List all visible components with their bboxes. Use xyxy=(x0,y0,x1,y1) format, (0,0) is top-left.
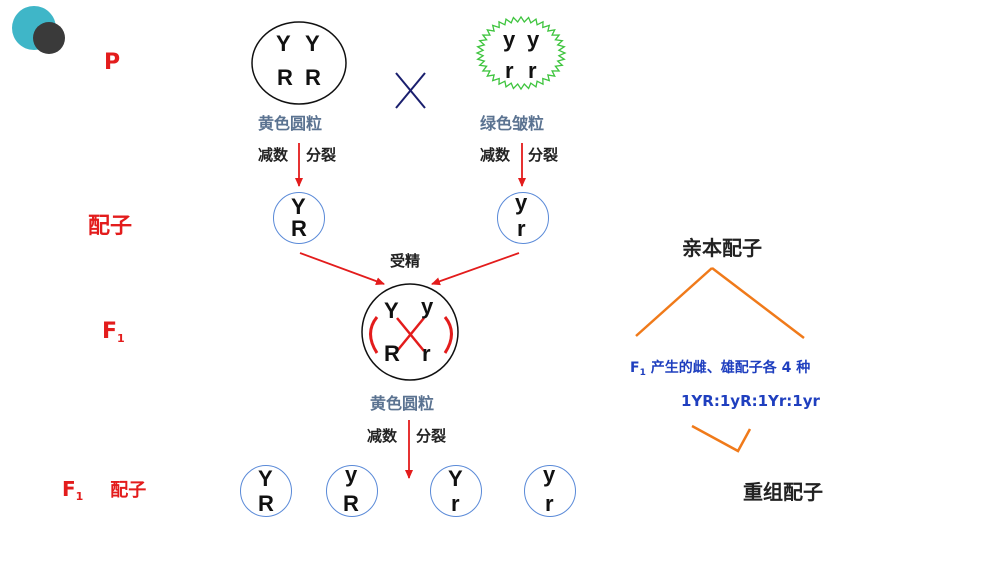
row-label-p: P xyxy=(104,50,121,75)
parent-left-allele-1: Y xyxy=(276,31,291,56)
f1-allele-3: R xyxy=(384,341,400,366)
f1-allele-2: y xyxy=(421,294,434,319)
row-label-f1-main: F xyxy=(102,319,118,344)
parent-right-label: 绿色皱粒 xyxy=(480,114,545,133)
orange-line-right xyxy=(711,267,805,339)
gamete-left-circle xyxy=(273,192,325,244)
cross-line-2 xyxy=(395,72,426,109)
f1-gamete-4-top: y xyxy=(543,462,556,487)
arrow-fert-left xyxy=(299,252,385,285)
row-label-f1-gamete: F1 配子 xyxy=(62,476,146,503)
f1-label: 黄色圆粒 xyxy=(370,394,435,413)
parent-left-meiosis-2: 分裂 xyxy=(306,146,337,164)
gamete-left-top: Y xyxy=(291,194,306,219)
row-label-f1-gamete-sub: 1 xyxy=(75,490,84,503)
parent-left-meiosis-1: 减数 xyxy=(258,146,289,164)
f1-gamete-3-circle xyxy=(430,465,482,517)
parent-left-circle xyxy=(251,21,347,105)
row-label-f1-gamete-suffix: 配子 xyxy=(110,480,147,501)
parent-left-label: 黄色圆粒 xyxy=(258,114,323,133)
f1-circle xyxy=(361,283,459,381)
parent-right-allele-1: y xyxy=(503,27,516,52)
orange-check xyxy=(691,424,752,453)
f1-bracket-left xyxy=(369,316,379,354)
f1-note-rest: 产生的雌、雄配子各 4 种 xyxy=(645,360,811,376)
parent-right-allele-3: r xyxy=(505,58,514,83)
f1-gamete-1-top: Y xyxy=(258,466,273,491)
parent-right-meiosis-2: 分裂 xyxy=(528,146,559,164)
f1-gamete-4-circle xyxy=(524,465,576,517)
parent-right-allele-4: r xyxy=(528,58,537,83)
parent-left-allele-4: R xyxy=(305,65,321,90)
f1-allele-1: Y xyxy=(384,298,399,323)
f1-note: F1 产生的雌、雄配子各 4 种 xyxy=(630,357,810,378)
f1-gamete-1-bottom: R xyxy=(258,491,274,516)
parental-gametes-label: 亲本配子 xyxy=(682,236,762,260)
gamete-ratio: 1YR:1yR:1Yr:1yr xyxy=(681,392,820,410)
row-label-f1: F1 xyxy=(102,319,125,345)
gamete-right-top: y xyxy=(515,190,528,215)
parent-left-allele-2: Y xyxy=(305,31,320,56)
f1-gamete-3-top: Y xyxy=(448,466,463,491)
logo-dark-circle xyxy=(33,22,65,54)
orange-line-left xyxy=(635,267,713,337)
parent-right-meiosis-1: 减数 xyxy=(480,146,511,164)
f1-gamete-2-bottom: R xyxy=(343,491,359,516)
parent-right-allele-2: y xyxy=(527,27,540,52)
f1-bracket-right xyxy=(443,316,453,354)
gamete-left-bottom: R xyxy=(291,216,307,241)
gamete-right-bottom: r xyxy=(517,216,526,241)
fertilization-label: 受精 xyxy=(390,252,421,270)
f1-allele-4: r xyxy=(422,341,431,366)
row-label-f1-sub: 1 xyxy=(117,332,125,345)
gamete-right-circle xyxy=(497,192,549,244)
f1-gamete-2-top: y xyxy=(345,462,358,487)
f1-meiosis-1: 减数 xyxy=(367,427,398,445)
row-label-f1-gamete-main: F xyxy=(62,477,76,501)
f1-note-sub: 1 xyxy=(639,368,646,378)
f1-gamete-3-bottom: r xyxy=(451,491,460,516)
recombinant-gametes-label: 重组配子 xyxy=(743,480,823,504)
parent-left-allele-3: R xyxy=(277,65,293,90)
arrow-fert-right xyxy=(431,252,520,286)
parent-right-jagged xyxy=(475,15,567,91)
crossover-line-2 xyxy=(396,317,425,352)
f1-gamete-2-circle xyxy=(326,465,378,517)
f1-note-main: F xyxy=(630,360,640,376)
f1-gamete-1-circle xyxy=(240,465,292,517)
f1-meiosis-2: 分裂 xyxy=(416,427,447,445)
row-label-gamete: 配子 xyxy=(88,214,133,239)
f1-gamete-4-bottom: r xyxy=(545,491,554,516)
